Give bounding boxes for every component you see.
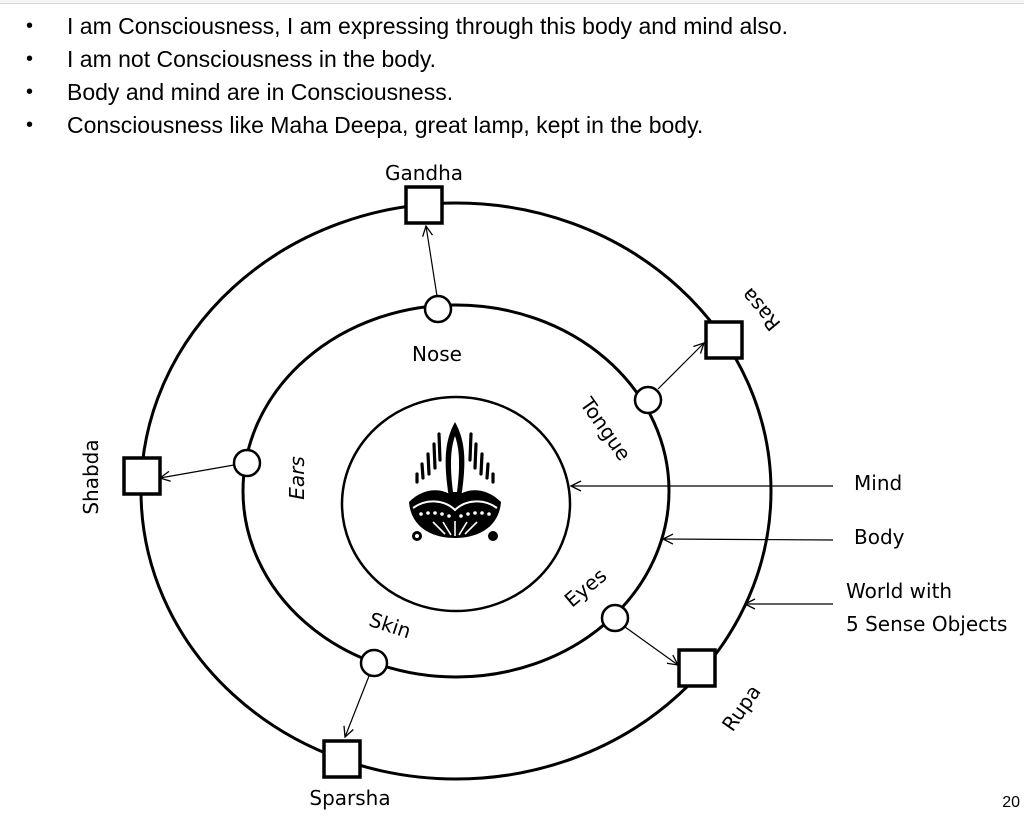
sense-organ-eyes-node <box>600 603 630 633</box>
bullet-item: • I am Consciousness, I am expressing thr… <box>0 10 788 43</box>
world-label-line2: 5 Sense Objects <box>846 612 1007 636</box>
slide-number: 20 <box>1002 794 1020 811</box>
bullet-text: Body and mind are in Consciousness. <box>67 79 454 105</box>
bullet-text: I am Consciousness, I am expressing thro… <box>67 13 789 39</box>
bullet-item: • I am not Consciousness in the body. <box>0 43 788 76</box>
sense-object-rupa-label: Rupa <box>717 680 766 735</box>
mind-label: Mind <box>854 471 902 495</box>
sense-organ-ears-node <box>232 448 262 478</box>
sense-organ-skin-node <box>359 648 389 678</box>
arrow-body-label <box>663 539 834 540</box>
sense-object-shabda-node <box>122 456 162 496</box>
arrow-ears-shabda <box>160 464 235 478</box>
bullet-list: • I am Consciousness, I am expressing thr… <box>0 10 788 142</box>
world-label-line1: World with <box>846 579 952 603</box>
bullet-item: • Body and mind are in Consciousness. <box>0 76 788 109</box>
bullet-text: Consciousness like Maha Deepa, great lam… <box>67 112 704 138</box>
bullet-text: I am not Consciousness in the body. <box>67 46 437 72</box>
sense-organ-eyes-label: Eyes <box>560 563 612 612</box>
oil-lamp-icon <box>409 422 501 541</box>
arrow-tongue-rasa <box>657 343 704 390</box>
bullet-dot-icon: • <box>26 114 34 136</box>
bullet-dot-icon: • <box>26 81 34 103</box>
arrow-skin-sparsha <box>345 675 370 737</box>
sense-object-sparsha-label: Sparsha <box>309 786 390 810</box>
sense-organ-nose-label: Nose <box>412 342 462 366</box>
body-ring <box>241 303 671 679</box>
arrow-nose-gandha <box>426 226 438 297</box>
bullet-item: • Consciousness like Maha Deepa, great la… <box>0 109 788 142</box>
sense-object-gandha-node <box>404 185 444 225</box>
sense-object-gandha-label: Gandha <box>385 161 463 185</box>
sense-organ-tongue-node <box>633 385 663 415</box>
sense-organ-ears-label: Ears <box>285 456 309 500</box>
sense-object-rasa-node <box>704 320 744 360</box>
sense-organ-tongue-label: Tongue <box>575 392 636 465</box>
sense-object-sparsha-node <box>322 739 362 779</box>
bullet-dot-icon: • <box>26 48 34 70</box>
sense-organ-nose-node <box>423 294 453 324</box>
sense-organ-skin-label: Skin <box>366 607 414 643</box>
bullet-dot-icon: • <box>26 15 34 37</box>
arrow-eyes-rupa <box>624 626 678 665</box>
slide-top-border <box>0 0 1024 4</box>
sense-object-rupa-node <box>677 648 717 688</box>
body-label: Body <box>854 525 905 549</box>
sense-object-shabda-label: Shabda <box>79 439 103 514</box>
